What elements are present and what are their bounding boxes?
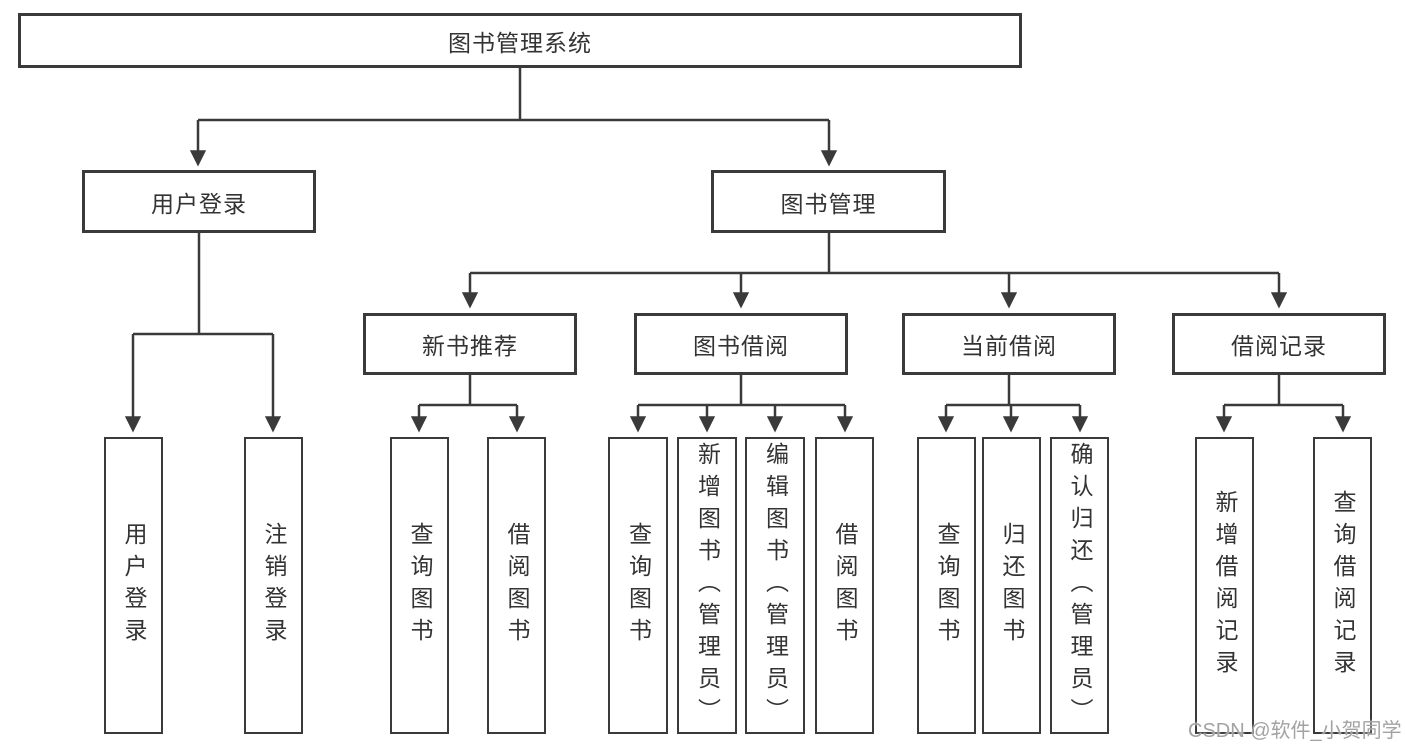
node-edit-books-admin: 编辑图书（管理员）: [745, 437, 805, 734]
node-query-borrow-record: 查询借阅记录: [1313, 437, 1372, 734]
node-add-borrow-record: 新增借阅记录: [1195, 437, 1254, 734]
node-current-borrowing: 当前借阅: [902, 313, 1116, 375]
node-query-books-3: 查询图书: [917, 437, 976, 734]
node-user-login-group: 用户登录: [82, 170, 316, 233]
node-book-borrowing: 图书借阅: [634, 313, 848, 375]
node-borrowing-records: 借阅记录: [1172, 313, 1386, 375]
node-add-books-admin: 新增图书（管理员）: [677, 437, 737, 734]
csdn-watermark: CSDN @软件_小贺同学: [1188, 720, 1402, 742]
node-return-books: 归还图书: [982, 437, 1041, 734]
node-query-books-2: 查询图书: [608, 437, 668, 734]
node-library-management-system: 图书管理系统: [18, 13, 1022, 68]
node-query-books-1: 查询图书: [390, 437, 449, 734]
node-logout: 注销登录: [244, 437, 303, 734]
node-confirm-return-admin: 确认归还（管理员）: [1050, 437, 1109, 734]
node-new-book-recommendation: 新书推荐: [363, 313, 577, 375]
node-user-login: 用户登录: [104, 437, 163, 734]
node-borrow-books-2: 借阅图书: [815, 437, 874, 734]
node-book-management: 图书管理: [711, 170, 946, 233]
node-borrow-books-1: 借阅图书: [487, 437, 546, 734]
